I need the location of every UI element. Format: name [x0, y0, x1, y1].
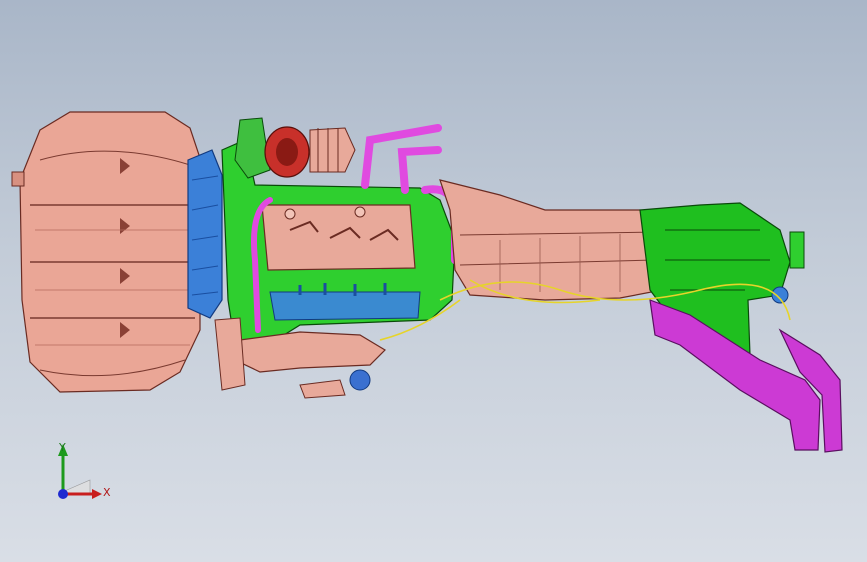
coordinate-triad: [58, 444, 102, 499]
engine-block[interactable]: [221, 139, 456, 351]
oil-pan[interactable]: [11, 111, 201, 393]
x-axis-label: X: [103, 486, 111, 499]
y-axis-label: Y: [59, 441, 66, 454]
turbo[interactable]: [234, 117, 356, 179]
transmission[interactable]: [439, 179, 663, 301]
z-axis-dot: [58, 489, 68, 499]
radiator-fan[interactable]: [187, 149, 223, 319]
wiring-harness[interactable]: [379, 279, 791, 341]
mount-bracket[interactable]: [649, 299, 843, 453]
exhaust-manifold[interactable]: [214, 317, 386, 399]
